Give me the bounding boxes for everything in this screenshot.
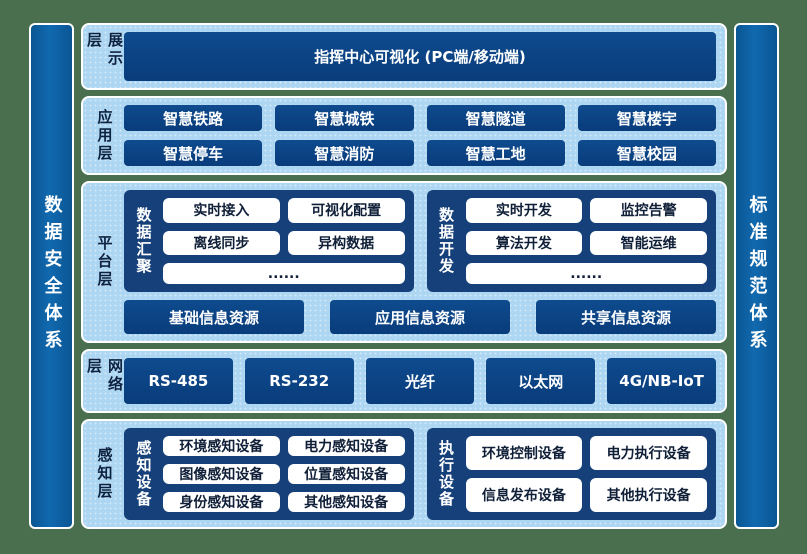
heterogeneous-data-block: 异构数据 [287,230,405,256]
layer-display: 展示层 指挥中心可视化 (PC端/移动端) [81,23,727,90]
layer-application: 应用层 智慧铁路 智慧城铁 智慧隧道 智慧楼宇 智慧停车 智慧消防 智慧工地 智… [81,96,727,175]
resource-row: 基础信息资源 应用信息资源 共享信息资源 [124,300,716,334]
layer-display-body: 指挥中心可视化 (PC端/移动端) [124,32,716,81]
layer-perception-label: 感知层 [95,447,114,501]
layer-network-body: RS-485 RS-232 光纤 以太网 4G/NB-IoT [124,358,716,404]
layer-platform: 平台层 数据汇聚 实时接入 可视化配置 离线同步 异构数据 ...... [81,181,727,343]
identity-sensing-block: 身份感知设备 [163,492,280,512]
data-aggregation-title: 数据汇聚 [134,207,153,275]
platform-groups: 数据汇聚 实时接入 可视化配置 离线同步 异构数据 ...... 数据开发 实时… [124,190,716,292]
ethernet-block: 以太网 [486,358,596,404]
power-execution-block: 电力执行设备 [590,436,707,470]
pillar-data-security: 数据安全体系 [29,23,74,529]
data-aggregation-grid: 实时接入 可视化配置 离线同步 异构数据 ...... [163,198,405,284]
app-info-resource-block: 应用信息资源 [330,300,510,334]
data-development-group: 数据开发 实时开发 监控告警 算法开发 智能运维 ...... [426,190,716,292]
layer-platform-label: 平台层 [95,235,114,289]
sensing-devices-group: 感知设备 环境感知设备 电力感知设备 图像感知设备 位置感知设备 身份感知设备 … [124,428,414,520]
env-sensing-block: 环境感知设备 [163,436,280,456]
development-ellipsis-block: ...... [465,263,707,284]
other-sensing-block: 其他感知设备 [287,492,405,512]
layer-perception-body: 感知设备 环境感知设备 电力感知设备 图像感知设备 位置感知设备 身份感知设备 … [124,428,716,520]
optical-fiber-block: 光纤 [365,358,475,404]
aggregation-ellipsis-block: ...... [163,263,405,284]
architecture-diagram: 数据安全体系 展示层 指挥中心可视化 (PC端/移动端) 应用层 智慧铁路 智慧… [29,23,779,529]
intelligent-ops-block: 智能运维 [590,230,707,256]
pillar-standard-specification: 标准规范体系 [734,23,779,529]
image-sensing-block: 图像感知设备 [163,464,280,484]
layer-stack: 展示层 指挥中心可视化 (PC端/移动端) 应用层 智慧铁路 智慧城铁 智慧隧道… [81,23,727,529]
layer-application-label: 应用层 [95,108,114,163]
algorithm-dev-block: 算法开发 [465,230,583,256]
execution-devices-group: 执行设备 环境控制设备 电力执行设备 信息发布设备 其他执行设备 [426,428,716,520]
basic-info-resource-block: 基础信息资源 [124,300,304,334]
smart-site-block: 智慧工地 [426,140,565,166]
power-sensing-block: 电力感知设备 [287,436,405,456]
rs232-block: RS-232 [244,358,354,404]
monitor-alarm-block: 监控告警 [590,198,707,223]
command-center-visualization-block: 指挥中心可视化 (PC端/移动端) [124,32,716,81]
execution-devices-grid: 环境控制设备 电力执行设备 信息发布设备 其他执行设备 [465,436,707,512]
smart-firefighting-block: 智慧消防 [275,140,414,166]
offline-sync-block: 离线同步 [163,230,280,256]
location-sensing-block: 位置感知设备 [287,464,405,484]
shared-info-resource-block: 共享信息资源 [536,300,716,334]
realtime-access-block: 实时接入 [163,198,280,223]
smart-parking-block: 智慧停车 [124,140,263,166]
data-aggregation-group: 数据汇聚 实时接入 可视化配置 离线同步 异构数据 ...... [124,190,414,292]
layer-network-label: 网络层 [85,358,124,394]
layer-network: 网络层 RS-485 RS-232 光纤 以太网 4G/NB-IoT [81,349,727,413]
4g-nbiot-block: 4G/NB-IoT [607,358,716,404]
data-development-grid: 实时开发 监控告警 算法开发 智能运维 ...... [465,198,707,284]
smart-tunnel-block: 智慧隧道 [426,105,565,131]
smart-metro-block: 智慧城铁 [275,105,414,131]
other-execution-block: 其他执行设备 [590,478,707,512]
execution-devices-title: 执行设备 [437,440,455,508]
layer-perception: 感知层 感知设备 环境感知设备 电力感知设备 图像感知设备 位置感知设备 身份感… [81,419,727,529]
visual-config-block: 可视化配置 [287,198,405,223]
env-control-block: 环境控制设备 [465,436,583,470]
rs485-block: RS-485 [124,358,233,404]
sensing-devices-grid: 环境感知设备 电力感知设备 图像感知设备 位置感知设备 身份感知设备 其他感知设… [163,436,405,512]
smart-building-block: 智慧楼宇 [577,105,716,131]
info-publish-block: 信息发布设备 [465,478,583,512]
layer-display-label: 展示层 [85,32,124,68]
layer-application-body: 智慧铁路 智慧城铁 智慧隧道 智慧楼宇 智慧停车 智慧消防 智慧工地 智慧校园 [124,105,716,166]
layer-platform-body: 数据汇聚 实时接入 可视化配置 离线同步 异构数据 ...... 数据开发 实时… [124,190,716,334]
smart-campus-block: 智慧校园 [577,140,716,166]
smart-railway-block: 智慧铁路 [124,105,263,131]
sensing-devices-title: 感知设备 [134,440,153,508]
data-development-title: 数据开发 [437,207,455,275]
realtime-dev-block: 实时开发 [465,198,583,223]
